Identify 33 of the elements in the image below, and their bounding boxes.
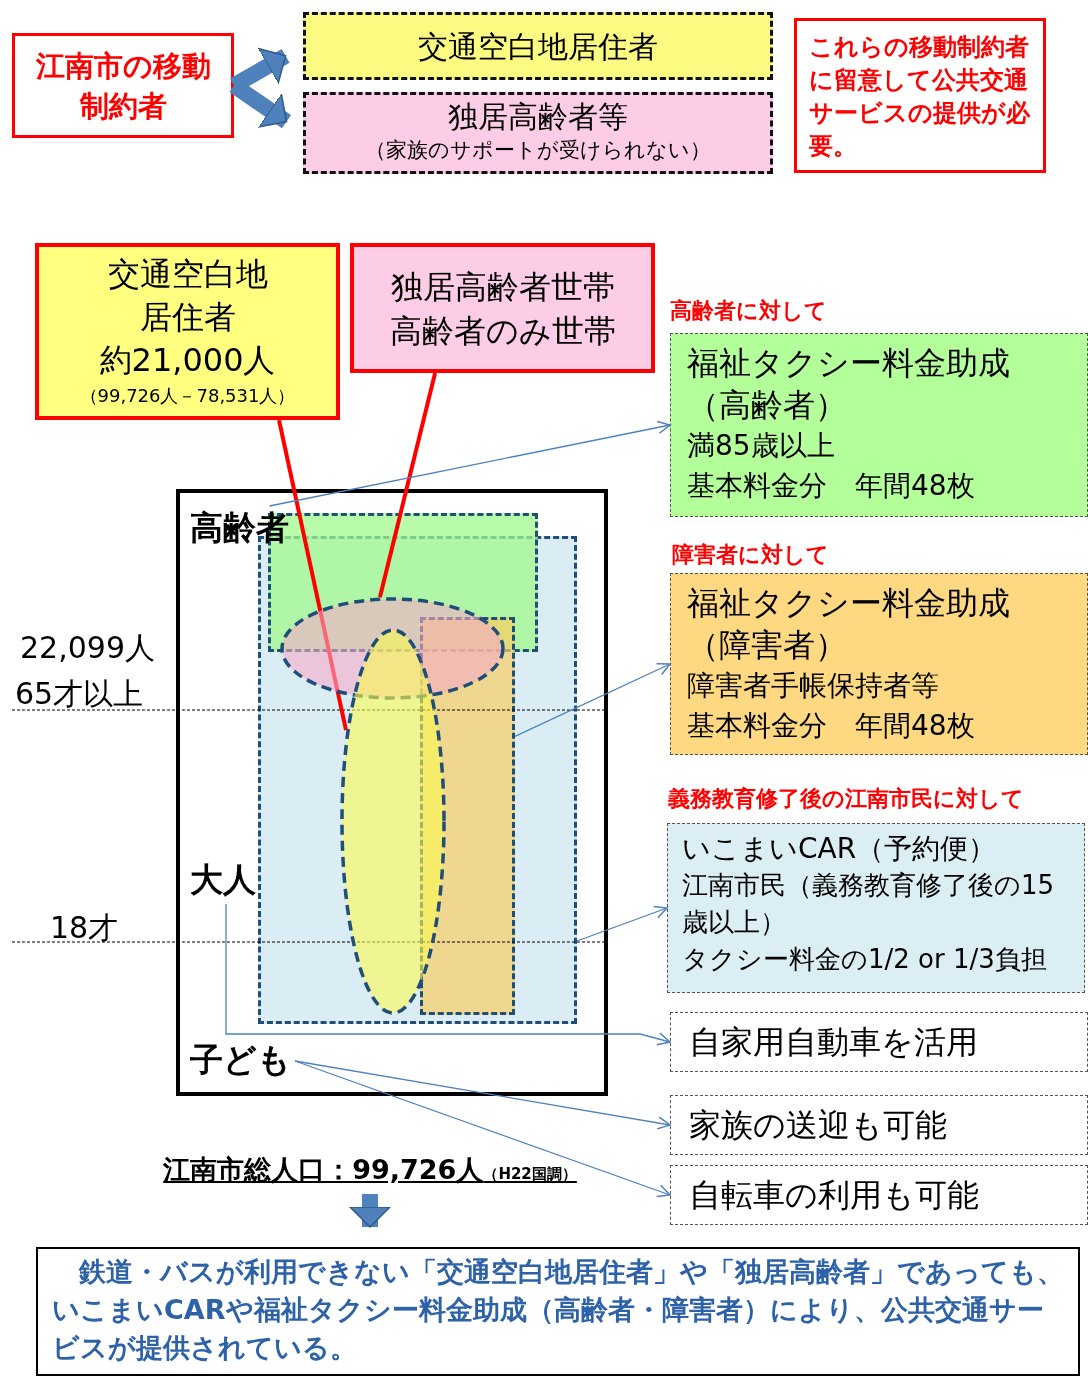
note-box: これらの移動制約者に留意して公共交通サービスの提供が必要。 (794, 18, 1046, 173)
option-box: 自家用自動車を活用 (670, 1012, 1088, 1072)
audience-heading: 障害者に対して (672, 541, 829, 569)
option-box: 自転車の利用も可能 (670, 1165, 1088, 1225)
leader-line (277, 419, 348, 731)
age-label: 18才 (50, 909, 119, 947)
group-label: 子ども (190, 1038, 295, 1084)
arrow (514, 662, 671, 738)
heading-box: 江南市の移動制約者 (12, 33, 234, 138)
category-box: 独居高齢者等 （家族のサポートが受けられない） (303, 92, 773, 174)
category-box: 交通空白地居住者 (303, 12, 773, 80)
group-label: 高齢者 (190, 506, 296, 554)
option-box: 家族の送迎も可能 (670, 1095, 1088, 1155)
summary-box: 鉄道・バスが利用できない「交通空白地居住者」や「独居高齢者」であっても、いこまいCARや福祉タクシー料金助成（高齢者・障害者）により、公共交通サービスが提供されている。 (36, 1247, 1080, 1376)
service-box: 福祉タクシー料金助成（障害者） 障害者手帳保持者等 基本料金分 年間48枚 (670, 573, 1088, 755)
arrow (225, 903, 671, 1046)
arrow (268, 420, 671, 507)
callout-box: 交通空白地居住者 約21,000人 （99,726人－78,531人） (35, 243, 340, 420)
disability-region (420, 617, 515, 1015)
age-label: 22,099人 (20, 629, 155, 667)
age-label: 65才以上 (15, 675, 144, 713)
audience-heading: 高齢者に対して (670, 297, 827, 325)
service-box: いこまいCAR（予約便） 江南市民（義務教育修了後の15歳以上） タクシー料金の1/2 or 1/3負担 (667, 823, 1085, 993)
population-frame (176, 489, 608, 1096)
leader-line (377, 372, 438, 598)
arrow (576, 905, 668, 942)
arrow (294, 1060, 671, 1198)
callout-box: 独居高齢者世帯 高齢者のみ世帯 (350, 243, 655, 373)
audience-heading: 義務教育修了後の江南市民に対して (668, 785, 1024, 813)
service-box: 福祉タクシー料金助成（高齢者） 満85歳以上 基本料金分 年間48枚 (670, 333, 1088, 517)
group-label: 大人 (190, 858, 262, 904)
transit-gap-ellipse (340, 628, 446, 1015)
block-arrow (349, 1194, 391, 1228)
